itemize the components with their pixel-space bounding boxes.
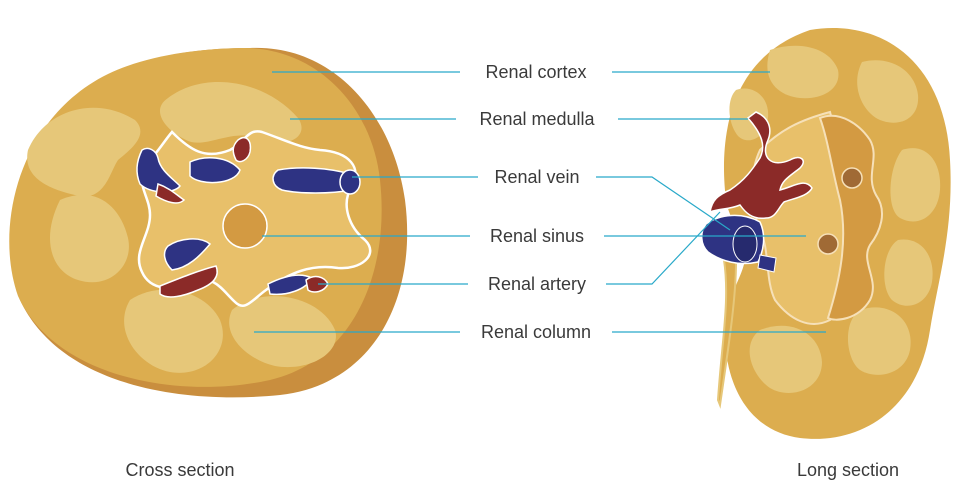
caption-cross-section: Cross section (125, 460, 234, 480)
long-section-kidney (702, 28, 951, 439)
long-section-fat-upper (842, 168, 862, 188)
label-renal-cortex: Renal cortex (485, 62, 586, 82)
leader-artery-right (606, 212, 720, 284)
label-renal-vein: Renal vein (494, 167, 579, 187)
cross-section-sinus-center (223, 204, 267, 248)
caption-long-section: Long section (797, 460, 899, 480)
labels: Renal cortex Renal medulla Renal vein Re… (479, 62, 595, 342)
label-renal-sinus: Renal sinus (490, 226, 584, 246)
cross-section-kidney (9, 48, 407, 398)
long-section-fat-lower (818, 234, 838, 254)
label-renal-medulla: Renal medulla (479, 109, 595, 129)
long-section-vein-opening (733, 226, 757, 262)
label-renal-artery: Renal artery (488, 274, 586, 294)
label-renal-column: Renal column (481, 322, 591, 342)
